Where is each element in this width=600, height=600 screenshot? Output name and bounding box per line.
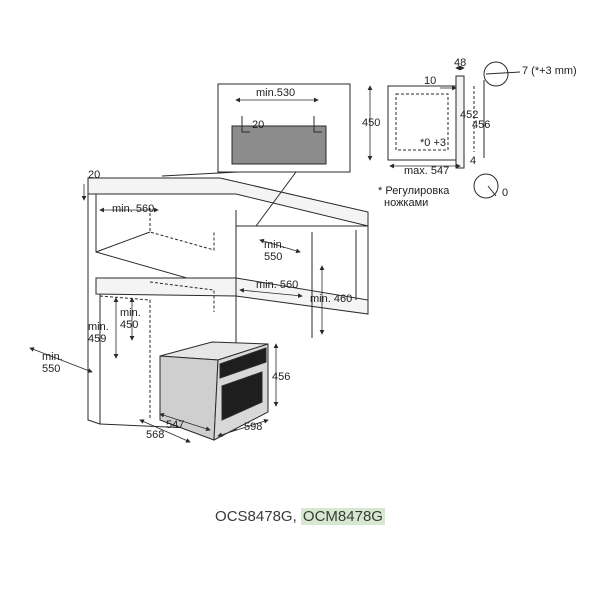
detail-callout — [161, 83, 351, 227]
label-min550-left-a: min. — [42, 351, 63, 363]
label-min450-b: 450 — [120, 319, 138, 331]
label-detail-20: 20 — [252, 119, 264, 131]
label-min560-mid: min. 560 — [256, 279, 298, 291]
label-10: 10 — [424, 75, 436, 87]
model-separator: , — [292, 508, 301, 525]
top-slab — [87, 177, 369, 227]
cabinet-unit — [87, 177, 369, 431]
label-min550-upper-b: 550 — [264, 251, 282, 263]
side-section — [367, 61, 521, 199]
label-0: 0 — [502, 187, 508, 199]
label-20: 20 — [88, 169, 100, 181]
label-48: 48 — [454, 57, 466, 69]
label-min460: min. 460 — [310, 293, 352, 305]
model-names: OCS8478G, OCM8478G — [0, 508, 600, 525]
detail-circle-top — [483, 61, 509, 87]
model-first: OCS8478G — [215, 508, 293, 525]
detail-block — [231, 125, 327, 165]
label-598: 598 — [244, 421, 262, 433]
model-second: OCM8478G — [300, 508, 385, 525]
detail-labels: min.530 20 — [252, 87, 295, 131]
side-labels: 48 10 7 (*+3 mm) 450 452 456 *0 +3 max. … — [362, 57, 577, 209]
label-min450-a: min. — [120, 307, 141, 319]
label-min530: min.530 — [256, 87, 295, 99]
label-450: 450 — [362, 117, 380, 129]
label-568: 568 — [146, 429, 164, 441]
note-line2: ножками — [384, 197, 428, 209]
label-min459-b: 459 — [88, 333, 106, 345]
label-min560-top: min. 560 — [112, 203, 154, 215]
label-456: 456 — [272, 371, 290, 383]
label-max547: max. 547 — [404, 165, 449, 177]
label-min550-upper-a: min. — [264, 239, 285, 251]
oven — [159, 341, 269, 441]
left-side-panel — [87, 194, 101, 425]
note-line1: * Регулировка — [378, 185, 450, 197]
label-547: 547 — [166, 419, 184, 431]
label-7: 7 (*+3 mm) — [522, 65, 577, 77]
oven-control-panel — [219, 347, 267, 379]
label-4: 4 — [470, 155, 476, 167]
label-452: 452 — [460, 109, 478, 121]
oven-door-window — [221, 371, 263, 421]
main-dimension-lines — [29, 184, 325, 443]
detail-circle-bottom — [473, 173, 499, 199]
label-min550-left-b: 550 — [42, 363, 60, 375]
main-labels: 20 min. 560 min. 550 min. 560 min. 460 m… — [42, 169, 352, 441]
label-456-side: 456 — [472, 119, 490, 131]
label-0plus3: *0 +3 — [420, 137, 446, 149]
label-min459-a: min. — [88, 321, 109, 333]
